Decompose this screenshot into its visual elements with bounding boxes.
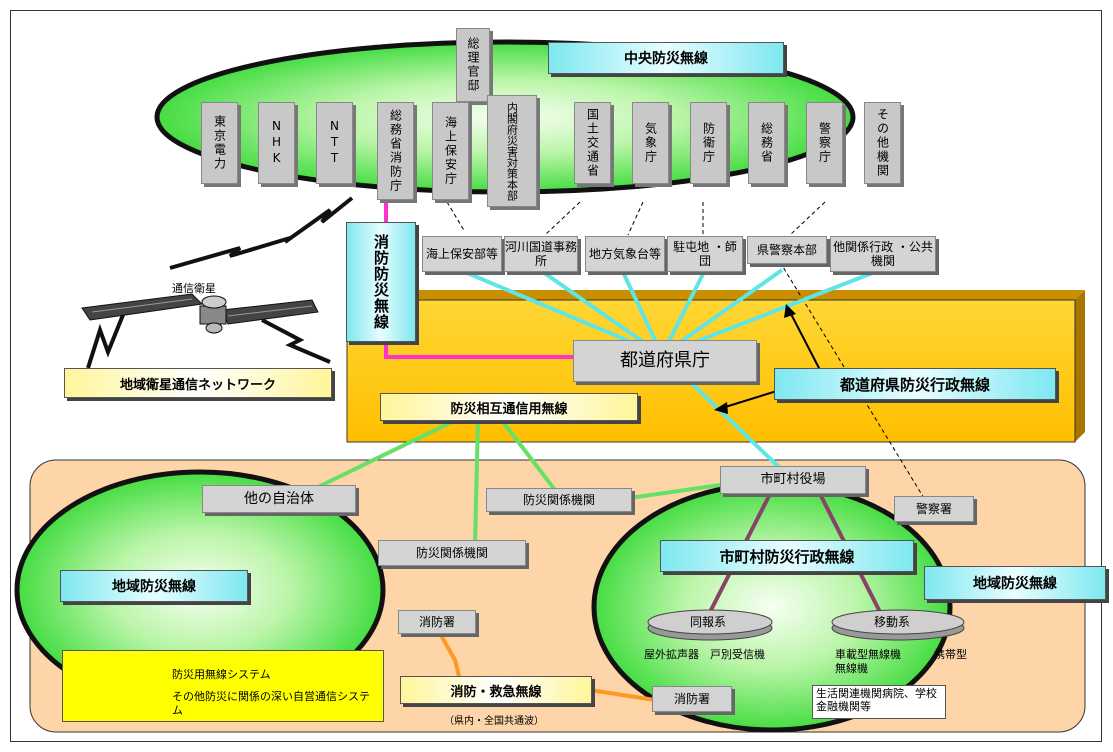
legend-solid-label: 防災用無線システム: [172, 668, 271, 681]
pm-office-box: 総理官邸: [456, 28, 490, 102]
agency-defense: 防衛庁: [690, 102, 727, 184]
related-org-upper: 防災関係機関: [486, 488, 632, 512]
broadcast-system-label: 同報系: [690, 615, 727, 629]
regional-radio-left-label: 地域防災無線: [60, 570, 248, 602]
agency-coast-guard: 海上保安庁: [432, 102, 469, 200]
emergency-radio-note: （県内・全国共通波）: [444, 716, 544, 727]
police-station: 警察署: [894, 496, 974, 522]
satellite-network-label: 地域衛星通信ネットワーク: [64, 368, 332, 398]
regional-office-river: 河川国道事務所: [504, 236, 578, 272]
satellite-link-lower-left: [86, 309, 127, 369]
outer-frame: [10, 10, 1102, 742]
agency-fdma: 総務省消防庁: [377, 102, 414, 200]
mutual-radio-label: 防災相互通信用無線: [380, 393, 638, 421]
related-org-lower: 防災関係機関: [378, 540, 526, 566]
regional-office-weather: 地方気象台等: [585, 236, 665, 272]
regional-office-other: 他関係行政 ・公共機関: [830, 236, 936, 272]
other-municipality: 他の自治体: [202, 485, 356, 513]
agency-nhk: NHK: [258, 102, 295, 184]
agency-other: その他機関: [864, 102, 901, 184]
regional-office-coast-guard: 海上保安部等: [422, 236, 502, 272]
fire-radio-label: 消防防災無線: [346, 222, 416, 342]
agency-ntt: NTT: [316, 102, 353, 184]
fire-station-lower: 消防署: [652, 686, 732, 712]
prefecture-office: 都道府県庁: [573, 340, 757, 382]
fire-station-upper: 消防署: [398, 610, 476, 634]
satellite-link-upper: [169, 236, 291, 270]
city-hall: 市町村役場: [720, 466, 866, 494]
regional-office-sdf: 駐屯地 ・師団: [667, 236, 743, 272]
satellite-label: 通信衛星: [172, 282, 216, 295]
emergency-radio-label: 消防・救急無線: [400, 676, 592, 704]
facilities-box: 生活関連機関病院、学校 金融機関等: [812, 685, 948, 719]
agency-jma: 気象庁: [632, 102, 669, 184]
broadcast-devices: 屋外拡声器 戸別受信機: [644, 648, 765, 661]
prefecture-band-side: [1075, 290, 1085, 442]
regional-radio-right-label: 地域防災無線: [924, 566, 1106, 600]
central-radio-label: 中央防災無線: [548, 42, 784, 74]
legend-box: [62, 650, 384, 722]
regional-office-police-hq: 県警察本部: [747, 236, 827, 264]
agency-npa: 警察庁: [806, 102, 843, 184]
system-discs: [647, 609, 965, 641]
agency-mlit: 国土交通省: [574, 102, 611, 184]
municipal-radio-label: 市町村防災行政無線: [660, 540, 914, 572]
prefecture-admin-radio-label: 都道府県防災行政無線: [774, 368, 1056, 400]
mobile-system-label: 移動系: [874, 615, 911, 629]
agency-tepco: 東京電力: [201, 102, 238, 184]
satellite-icon: [81, 293, 319, 334]
legend-dashed-label: その他防災に関係の深い自営通信システム: [172, 690, 370, 717]
agency-cabinet-office: 内閣府災害対策本部: [487, 95, 537, 207]
satellite-link-lower-right: [261, 318, 331, 364]
mobile-devices: 車載型無線機 携帯型無線機: [835, 648, 967, 675]
agency-mic: 総務省: [748, 102, 785, 184]
satellite-link-upper2: [283, 196, 354, 244]
prefecture-band-depth: [347, 290, 1085, 300]
